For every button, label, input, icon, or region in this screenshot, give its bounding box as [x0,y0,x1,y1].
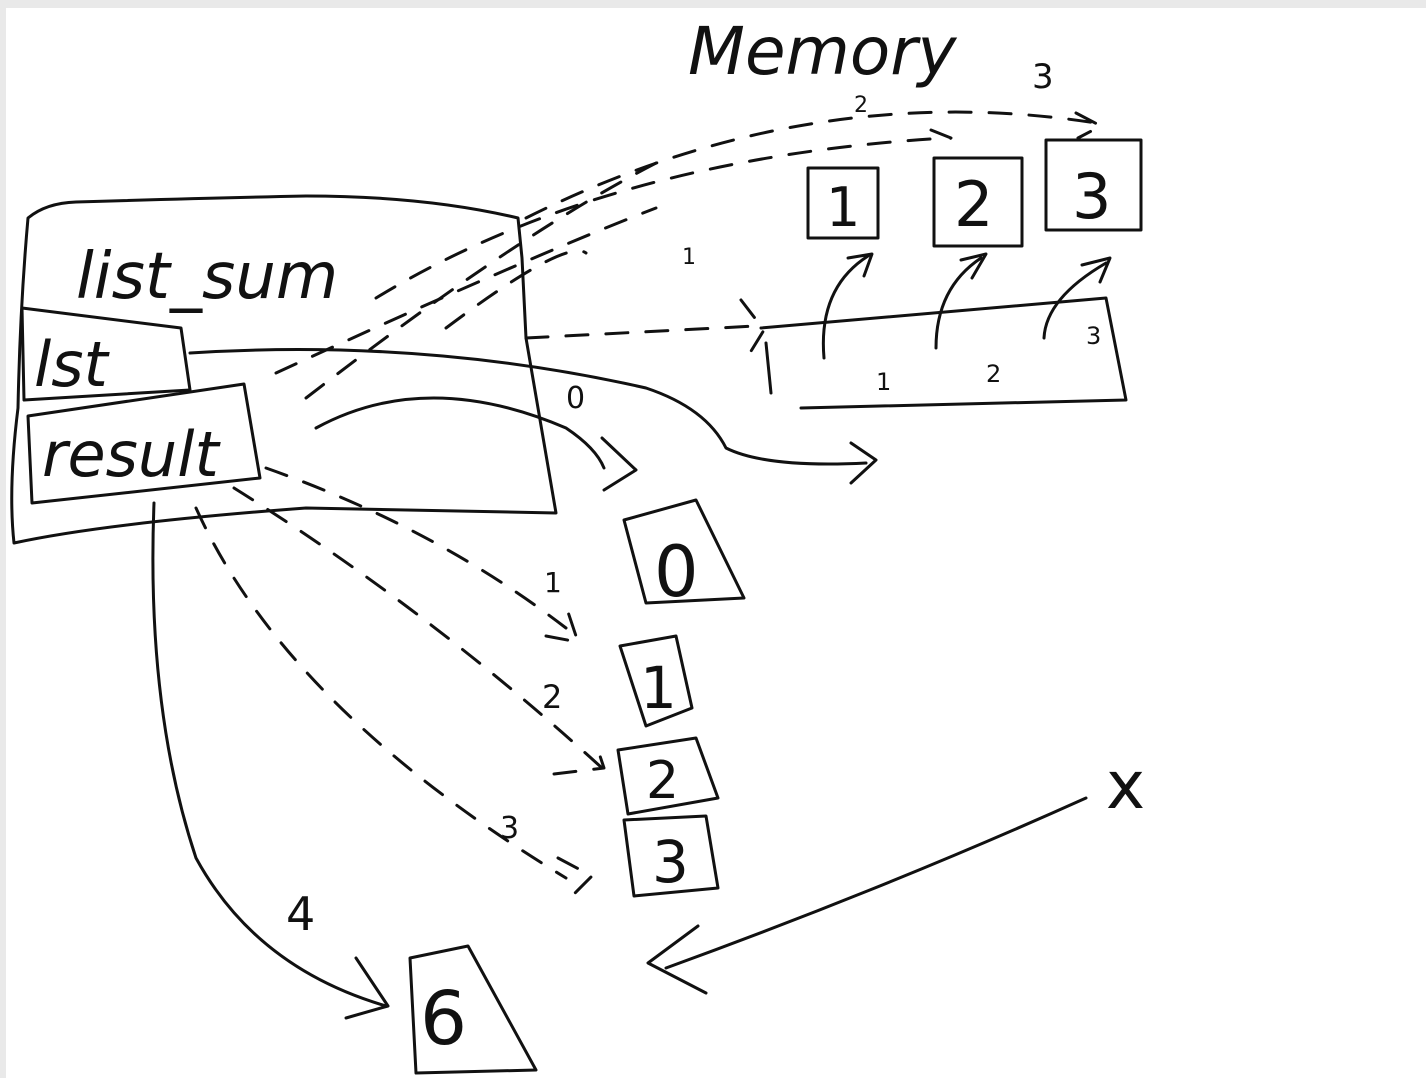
lst-var-box [20,306,192,402]
step-label-0: 0 [566,381,585,416]
list-element-arrow-3 [1042,256,1112,340]
result-value-2: 2 [646,751,679,811]
memory-cell-1-value: 1 [826,176,860,239]
list-element-arrow-2 [934,252,988,350]
iter-dash-arc-4 [274,206,658,375]
iter-dash-arc-1 [304,156,668,400]
step-label-1-top: 1 [682,245,696,270]
iter-dash-arc-3 [524,110,1103,220]
iter-dash-arc-2 [374,128,953,300]
step-label-3-top: 3 [1032,57,1054,97]
result-value-3-box [622,814,720,898]
step-label-2: 2 [542,678,562,716]
memory-cell-3-value: 3 [1072,160,1111,233]
result-dash-arrow-1 [264,466,580,644]
drawing-canvas: Memory list_sum lst result 1 2 3 1 2 3 1… [6,8,1426,1078]
memory-cell-2-value: 2 [954,168,993,241]
result-var-box [26,382,262,505]
list-index-3: 3 [1086,322,1101,350]
result-value-1: 1 [640,654,677,722]
memory-diagram: Memory list_sum lst result 1 2 3 1 2 3 1… [10,13,1145,1075]
frame-name: list_sum [76,240,338,314]
list-index-1: 1 [876,368,891,396]
memory-cell-2-box [932,156,1024,248]
memory-title: Memory [688,13,957,90]
global-var-x: x [1106,747,1145,824]
step-label-3: 3 [500,811,519,846]
memory-cell-1-box [806,166,880,240]
result-value-0: 0 [654,531,699,613]
result-dash-arrow-3 [194,506,594,898]
step-label-2-top: 2 [854,93,868,118]
global-x-arrow [646,796,1088,995]
result-init-arrow [314,396,638,492]
memory-cell-3-box [1044,138,1143,232]
lst-pointer-arrow [188,348,878,485]
result-final-arrow [151,501,390,1020]
result-value-1-box [618,634,694,728]
list-sum-frame [10,194,558,545]
result-var-label: result [42,418,221,491]
result-dash-arrow-2 [232,486,606,776]
step-label-1: 1 [544,566,562,599]
result-value-0-box [622,498,746,605]
result-value-6-box [408,944,538,1075]
list-index-2: 2 [986,360,1001,388]
iter-dash-arc-5 [444,249,588,330]
step-label-4: 4 [286,887,315,941]
list-object-box [759,296,1128,410]
result-value-3: 3 [652,828,689,896]
result-value-2-box [616,736,720,816]
lst-var-label: lst [34,328,111,401]
list-element-arrow-1 [821,252,874,360]
result-value-6: 6 [420,976,467,1062]
frame-to-list-dash-arrow [524,298,766,358]
